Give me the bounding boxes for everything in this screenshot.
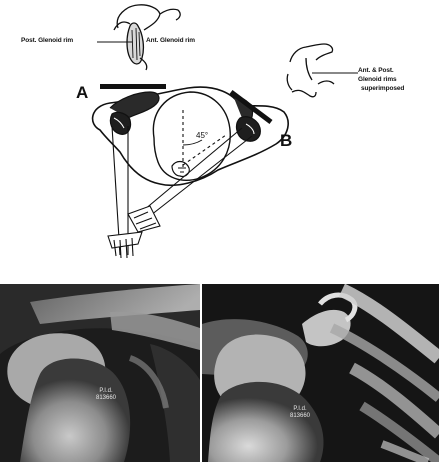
left-shoulder bbox=[110, 92, 159, 134]
xray-right-caption: P.I.d. 813660 bbox=[280, 406, 320, 420]
superimposed-label-line1: Ant. & Post. bbox=[358, 67, 394, 74]
superimposed-label-line3: superimposed bbox=[361, 85, 404, 92]
view-a-label: A bbox=[76, 83, 88, 103]
xray-image-right: P.I.d. 813660 bbox=[202, 284, 439, 462]
xray-right-caption-line1: P.I.d. bbox=[280, 406, 320, 413]
xray-tube-b bbox=[128, 206, 160, 232]
post-glenoid-rim-label: Post. Glenoid rim bbox=[21, 37, 73, 44]
xray-left-caption: P.I.d. 813660 bbox=[86, 388, 126, 402]
xray-left-graphic bbox=[0, 284, 200, 462]
beam-b-right bbox=[146, 136, 252, 219]
xray-left-caption-line1: P.I.d. bbox=[86, 388, 126, 395]
ant-glenoid-rim-label: Ant. Glenoid rim bbox=[146, 37, 195, 44]
xray-image-left: P.I.d. 813660 bbox=[0, 284, 200, 462]
xray-left-caption-line2: 813660 bbox=[86, 395, 126, 402]
xray-right-caption-line2: 813660 bbox=[280, 413, 320, 420]
xray-right-graphic bbox=[202, 284, 439, 462]
angle-arc bbox=[183, 140, 202, 145]
superimposed-label-line2: Glenoid rims bbox=[358, 76, 397, 83]
chest-cavity bbox=[153, 92, 230, 180]
glenoid-rim-sketch-right bbox=[287, 44, 334, 97]
view-b-label: B bbox=[280, 131, 292, 151]
angle-label: 45° bbox=[196, 131, 208, 140]
xray-tube-a bbox=[108, 232, 142, 258]
film-plate-a bbox=[100, 84, 166, 89]
